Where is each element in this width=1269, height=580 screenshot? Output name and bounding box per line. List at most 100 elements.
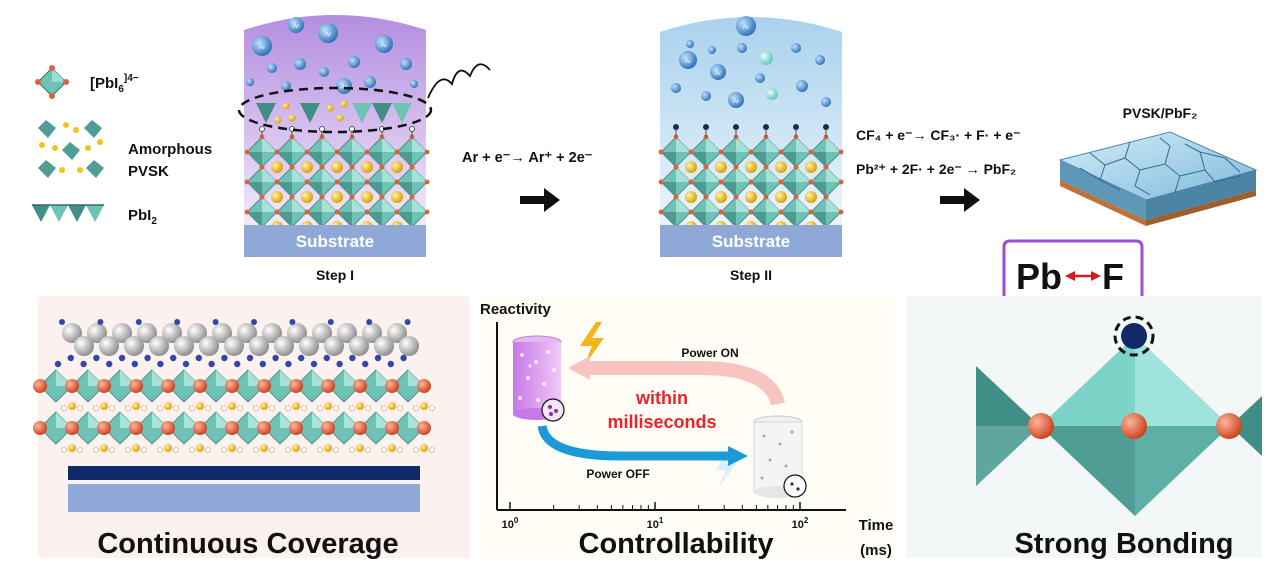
a-site-cation	[420, 444, 428, 452]
magnify-squiggle	[427, 63, 491, 99]
lead-atom	[249, 336, 269, 356]
ar-ion	[252, 36, 272, 56]
a-site-cation	[196, 444, 204, 452]
lead-atom	[199, 336, 219, 356]
vial-power-on	[512, 335, 565, 422]
iodide-atom	[353, 379, 367, 393]
fluorine-atom	[1121, 323, 1147, 349]
panel-title-controllability: Controllability	[579, 528, 774, 560]
a-site-cation	[100, 402, 108, 410]
fluorine-atom	[400, 354, 407, 362]
fluorine-atom	[67, 354, 75, 362]
ar-ion	[671, 83, 681, 93]
ar-ion	[400, 58, 412, 70]
panel-title-coverage: Continuous Coverage	[97, 528, 398, 560]
fluorine-atom	[54, 360, 62, 368]
reaction2-line2: Pb²⁺ + 2F· + 2e⁻ → PbF₂	[856, 161, 1016, 177]
a-site-cation	[271, 161, 283, 173]
lead-atom	[149, 336, 169, 356]
iodide-atom	[274, 209, 280, 215]
a-site-cation	[775, 161, 787, 173]
reaction2-line1: CF₄ + e⁻→ CF₃· + F· + e⁻	[856, 127, 1020, 143]
ion-label: Ar	[743, 24, 750, 31]
iodide-atom	[259, 164, 265, 170]
power-on-label: Power ON	[681, 346, 738, 360]
lead-atom	[387, 323, 407, 343]
iodide-atom	[334, 209, 340, 215]
lead-atom	[112, 323, 132, 343]
a-site-cation	[391, 191, 403, 203]
iodide-atom	[838, 149, 844, 155]
iodide-atom	[1216, 413, 1242, 439]
power-on-arrow	[590, 361, 785, 407]
bond-pb-label: Pb	[1016, 256, 1062, 297]
iodide-atom	[688, 179, 694, 185]
iodide-atom	[244, 209, 250, 215]
coverage-dark-layer	[68, 466, 420, 480]
iodide-atom	[808, 209, 814, 215]
fluorine-atom	[298, 354, 305, 362]
a-site-cation	[361, 161, 373, 173]
iodide-atom	[763, 194, 769, 200]
iodide-atom	[193, 421, 207, 435]
a-site-cation	[292, 402, 300, 410]
lead-atom	[262, 323, 282, 343]
iodide-atom	[1028, 413, 1054, 439]
lead-atom	[62, 323, 82, 343]
iodide-atom	[823, 194, 829, 200]
a-site-cation	[805, 191, 817, 203]
tick-label: 102	[792, 516, 809, 531]
ar-ion	[318, 23, 338, 43]
a-site-cation	[715, 191, 727, 203]
iodide-atom	[349, 164, 355, 170]
lead-atom	[349, 336, 369, 356]
iodide-atom	[718, 179, 724, 185]
fluorine-atom	[59, 319, 65, 325]
iodide-atom	[838, 179, 844, 185]
step2-substrate	[660, 225, 842, 257]
ar-ion	[246, 78, 254, 86]
step2-label: Step II	[730, 267, 772, 283]
iodide-atom	[244, 149, 250, 155]
iodide-atom	[259, 194, 265, 200]
a-site-cation	[805, 161, 817, 173]
iodide-atom	[97, 421, 111, 435]
iodide-atom	[161, 421, 175, 435]
fluorine-atom	[93, 354, 100, 362]
ar-ion	[737, 43, 747, 53]
ar-ion	[281, 81, 291, 91]
iodide-atom	[658, 179, 664, 185]
legend-amorphous-line2: PVSK	[128, 163, 169, 180]
ar-ion	[728, 92, 744, 108]
iodide-atom	[688, 149, 694, 155]
iodide-atom	[763, 164, 769, 170]
a-site-cation	[775, 191, 787, 203]
ar-ion	[336, 78, 352, 94]
iodide-atom	[353, 421, 367, 435]
fluorine-atom	[327, 319, 334, 325]
a-site-cation	[745, 161, 757, 173]
ion-label: Ar	[325, 31, 332, 38]
iodide-atom	[334, 179, 340, 185]
iodide-atom	[1121, 413, 1147, 439]
iodide-atom	[808, 149, 814, 155]
iodide-atom	[778, 149, 784, 155]
iodide-atom	[334, 149, 340, 155]
a-site-cation	[356, 444, 364, 452]
iodide-atom	[673, 194, 679, 200]
lead-atom	[362, 323, 382, 343]
a-site-cation	[324, 444, 332, 452]
iodide-atom	[409, 194, 415, 200]
vial-power-off	[753, 415, 807, 498]
ar-ion	[288, 17, 304, 33]
a-site-cation	[745, 191, 757, 203]
pbf2-film-block	[1058, 131, 1258, 226]
iodide-atom	[838, 209, 844, 215]
lead-atom	[312, 323, 332, 343]
octahedron-right	[1230, 396, 1262, 456]
ar-ion	[708, 46, 716, 54]
iodide-atom	[364, 179, 370, 185]
iodide-atom	[417, 421, 431, 435]
